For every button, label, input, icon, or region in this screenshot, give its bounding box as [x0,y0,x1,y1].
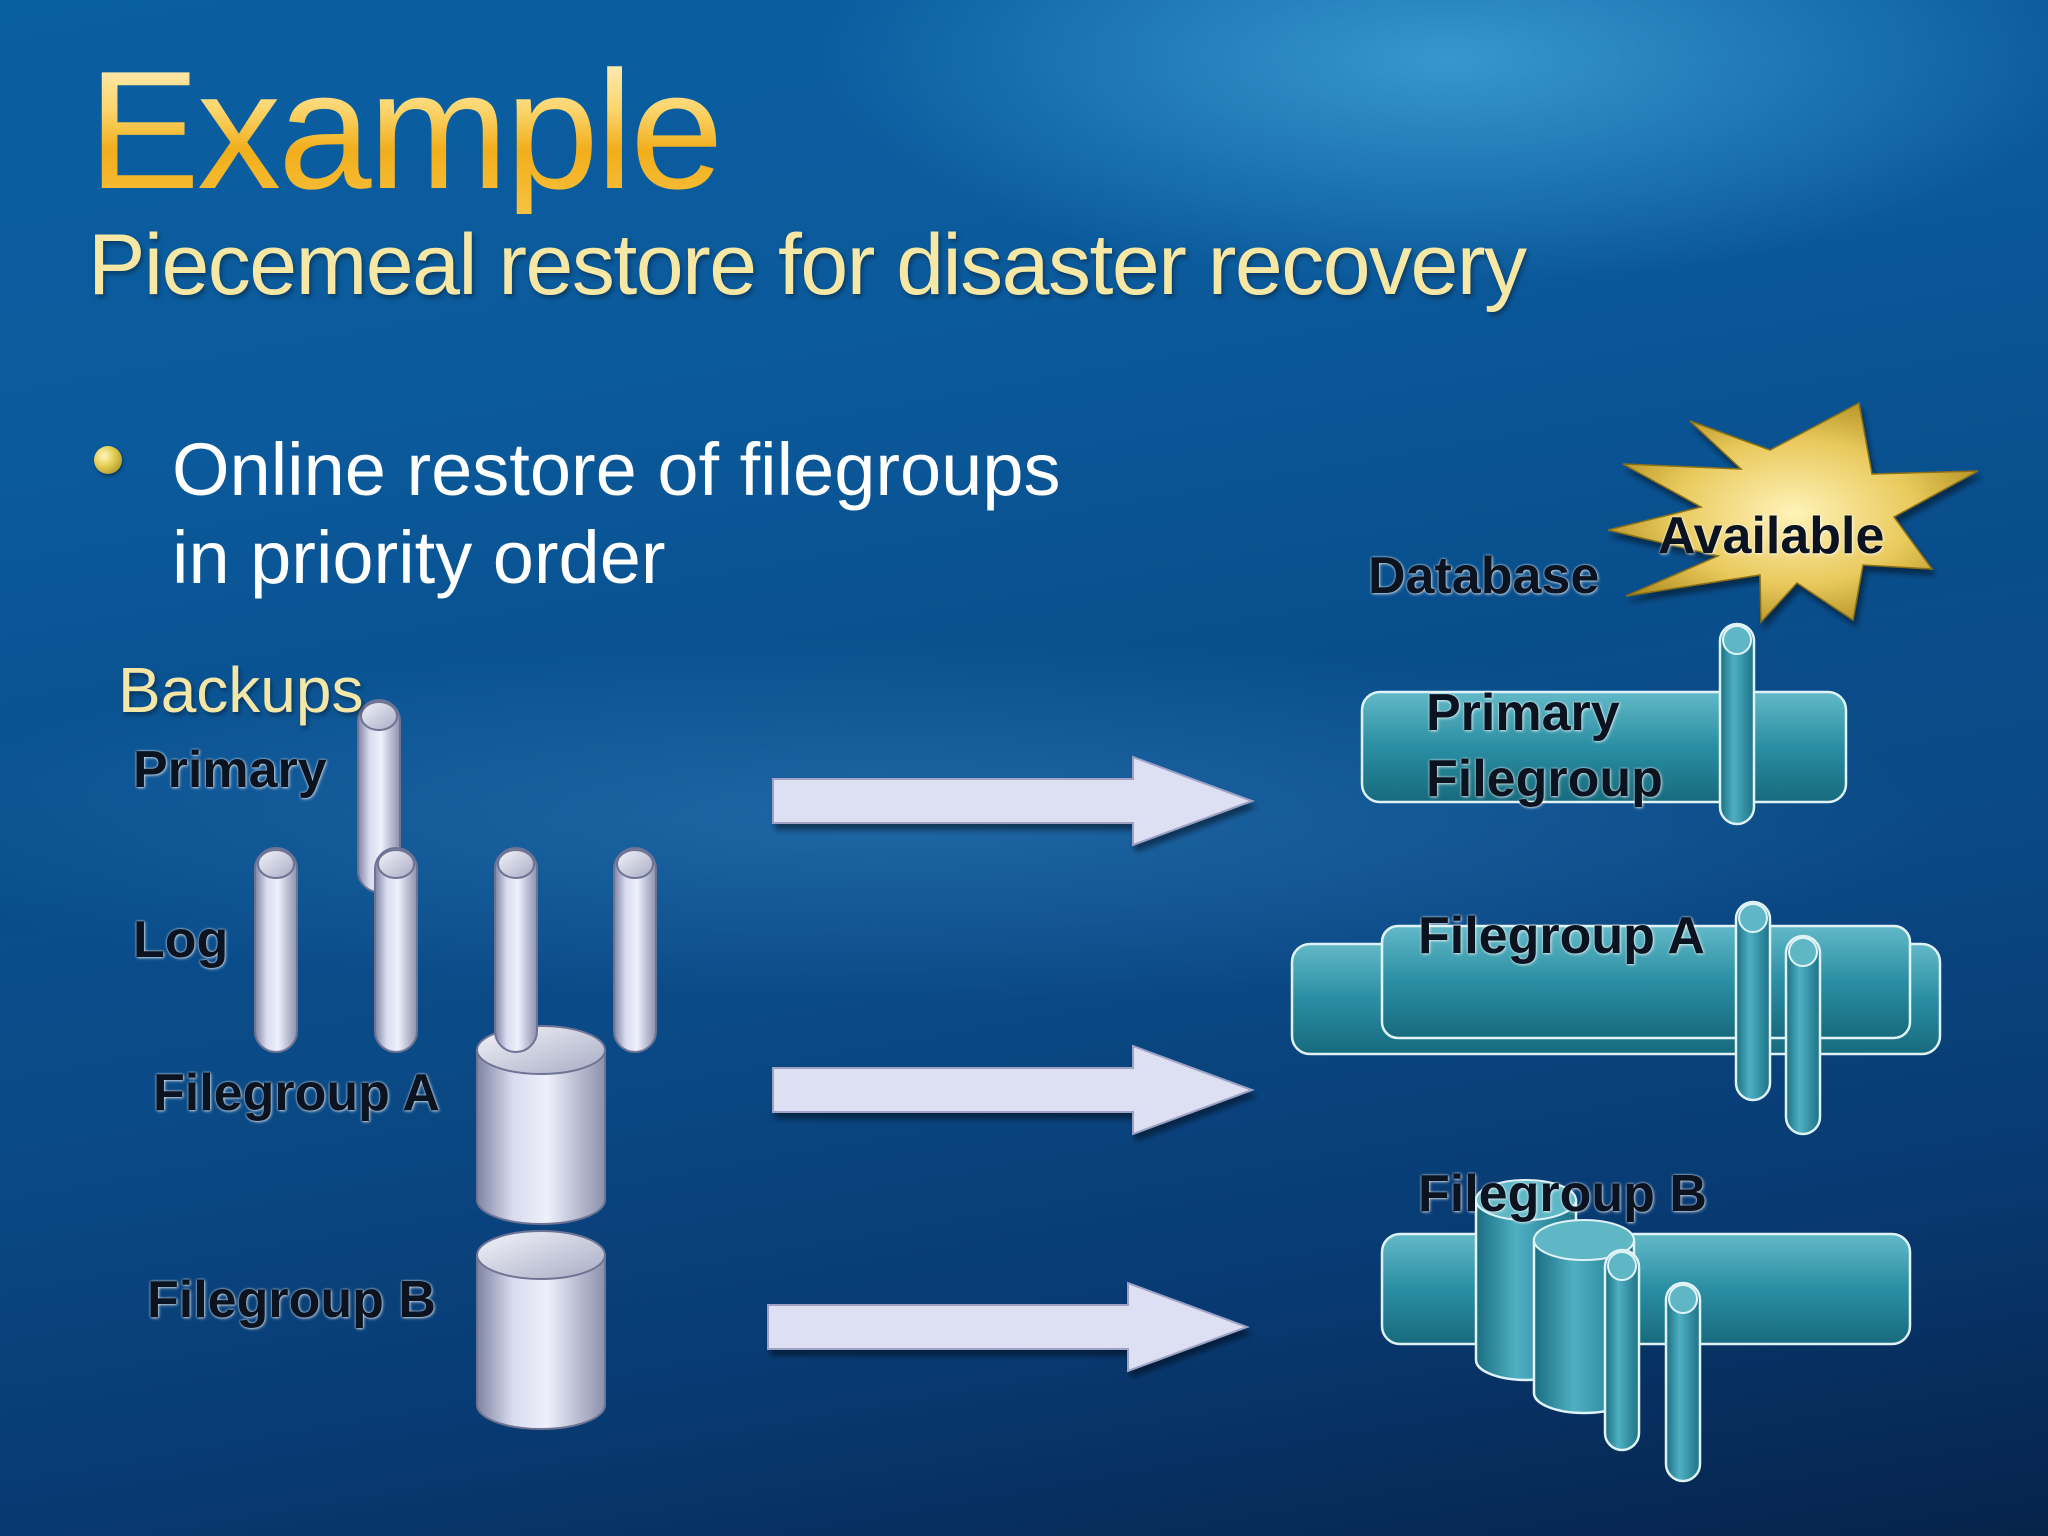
bullet-text: Online restore of filegroups in priority… [172,426,1272,602]
backup-log-cylinder-3 [494,847,538,1053]
database-filegroup-b-log-cylinder-1 [1603,1248,1641,1452]
bullet-line-2: in priority order [172,516,666,599]
slide-title: Example [88,36,724,224]
available-starburst-icon [1607,401,1979,624]
backup-filegroup-a-cylinder [476,1025,606,1225]
bullet-line-1: Online restore of filegroups [172,428,1061,511]
slide-subtitle: Piecemeal restore for disaster recovery [88,217,1527,313]
database-primary-filegroup-label: Primary Filegroup [1426,680,1663,812]
backup-log-cylinder-4 [613,847,657,1053]
database-primary-log-cylinder [1718,622,1756,826]
database-filegroup-a-block [1290,924,1942,1056]
backup-log-cylinder-2 [374,847,418,1053]
database-filegroup-b-log-cylinder-2 [1664,1281,1702,1483]
database-label: Database [1368,547,1600,605]
available-label: Available [1658,507,1885,565]
database-filegroup-b-block [1380,1232,1912,1346]
backup-primary-label: Primary [133,741,327,799]
database-filegroup-a-log-cylinder-2 [1784,934,1822,1136]
restore-arrow-primary [772,755,1255,847]
backups-heading: Backups [118,654,364,726]
restore-arrow-filegroup-b [767,1281,1250,1373]
bullet-icon [94,446,122,474]
primary-filegroup-line-1: Primary [1426,684,1620,742]
restore-arrow-filegroup-a [772,1044,1255,1136]
backup-primary-cylinder [357,699,401,893]
primary-filegroup-line-2: Filegroup [1426,750,1663,808]
backup-filegroup-b-cylinder [476,1230,606,1430]
backup-filegroup-b-label: Filegroup B [147,1271,436,1329]
backup-filegroup-a-label: Filegroup A [153,1064,440,1122]
database-filegroup-a-log-cylinder-1 [1734,900,1772,1102]
backup-log-label: Log [133,911,229,969]
backup-log-cylinder-1 [254,847,298,1053]
database-filegroup-b-label: Filegroup B [1418,1165,1707,1223]
database-filegroup-a-label: Filegroup A [1418,907,1705,965]
